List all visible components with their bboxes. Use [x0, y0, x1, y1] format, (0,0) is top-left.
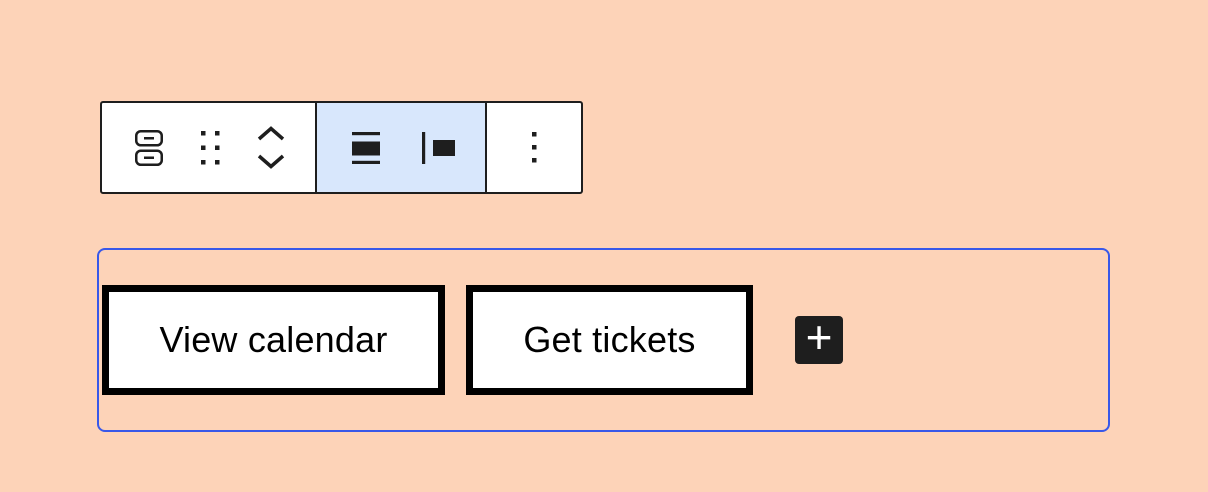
justify-stretch-icon [352, 131, 380, 164]
toolbar-group-layout [317, 103, 487, 192]
vertical-alignment-button[interactable] [342, 124, 390, 172]
toolbar-group-block-tools [102, 103, 317, 192]
justify-left-icon [421, 131, 455, 164]
block-movers [247, 124, 295, 172]
toolbar-group-options [487, 103, 581, 192]
block-appender-button[interactable]: + [795, 311, 843, 364]
buttons-block-icon [135, 129, 163, 166]
options-menu-button[interactable] [510, 124, 558, 172]
drag-handle-icon [200, 130, 219, 164]
view-calendar-button[interactable]: View calendar [102, 285, 445, 395]
options-kebab-icon [531, 132, 536, 163]
plus-icon: + [805, 311, 833, 363]
justification-button[interactable] [414, 124, 462, 172]
move-down-icon[interactable] [256, 154, 286, 170]
view-calendar-label: View calendar [159, 319, 388, 360]
block-switcher-button[interactable] [125, 124, 173, 172]
move-up-icon[interactable] [256, 125, 286, 141]
get-tickets-button[interactable]: Get tickets [466, 285, 753, 395]
buttons-block-selection[interactable]: View calendar Get tickets + [97, 248, 1110, 432]
drag-handle-button[interactable] [186, 124, 234, 172]
block-toolbar [100, 101, 583, 194]
get-tickets-label: Get tickets [523, 319, 696, 360]
